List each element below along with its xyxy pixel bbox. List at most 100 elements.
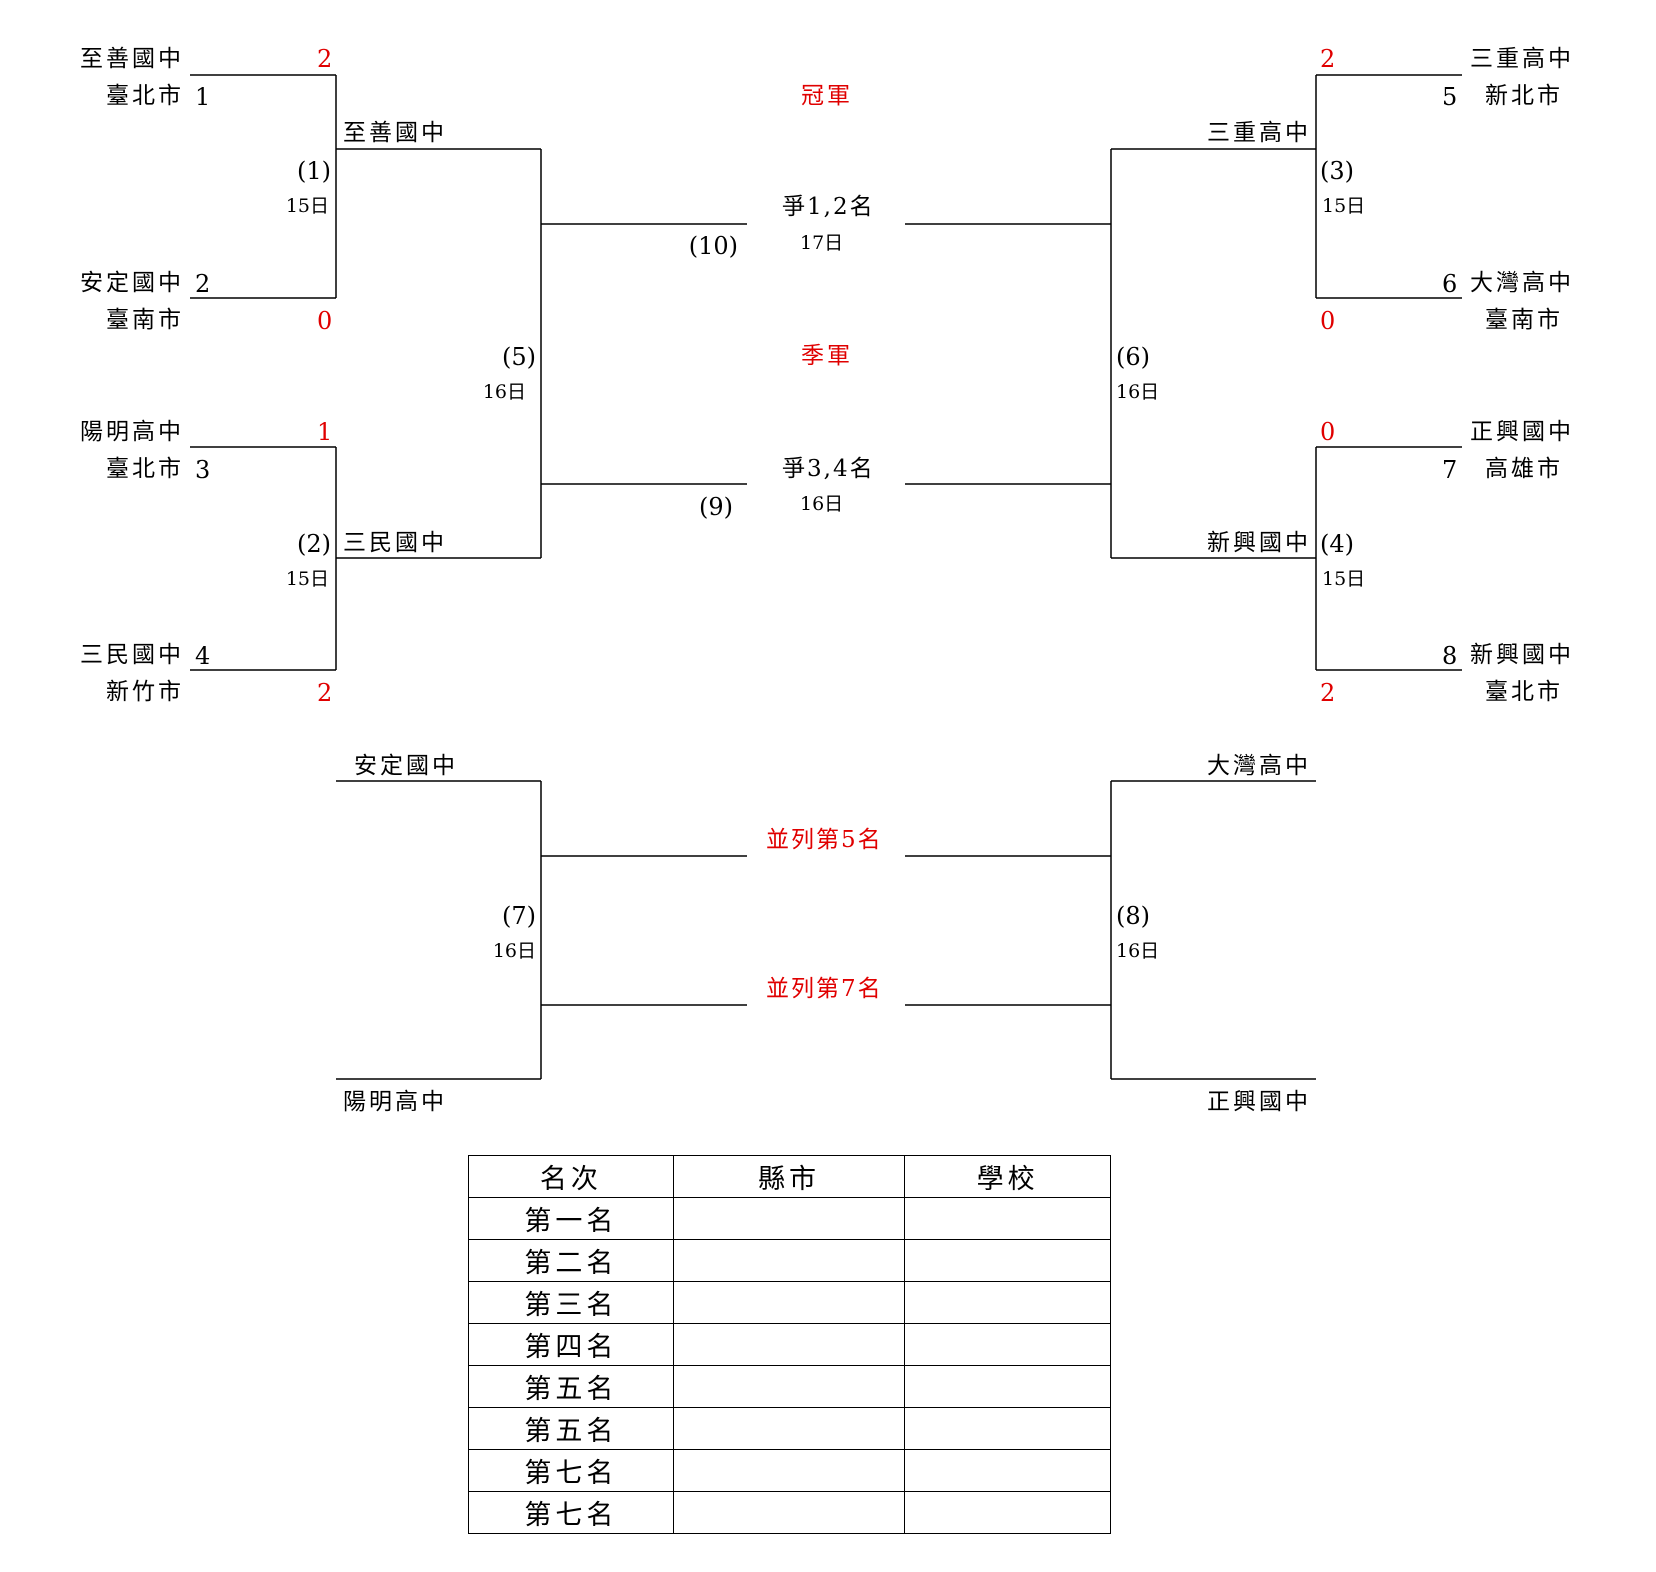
consolation-team: 大灣高中 xyxy=(1207,753,1311,779)
team-score: 1 xyxy=(317,418,333,446)
city-cell xyxy=(672,1449,906,1492)
table-header-row: 名次 縣市 學校 xyxy=(468,1155,1111,1198)
table-row: 第五名 xyxy=(468,1365,1111,1408)
team-score: 2 xyxy=(317,45,333,73)
match-day: 16日 xyxy=(800,493,844,515)
city-cell xyxy=(672,1281,906,1324)
team-seed: 6 xyxy=(1442,270,1458,298)
team-school: 三民國中 xyxy=(80,642,184,668)
table-row: 第三名 xyxy=(468,1281,1111,1324)
table-row: 第一名 xyxy=(468,1197,1111,1240)
team-school: 大灣高中 xyxy=(1470,270,1574,296)
team-score: 2 xyxy=(317,679,333,707)
school-cell xyxy=(904,1197,1111,1240)
city-cell xyxy=(672,1407,906,1450)
school-cell xyxy=(904,1407,1111,1450)
school-cell xyxy=(904,1365,1111,1408)
team-city: 臺北市 xyxy=(106,83,184,109)
winner-name: 三重高中 xyxy=(1207,120,1311,146)
rank-cell: 第七名 xyxy=(468,1449,674,1492)
table-row: 第二名 xyxy=(468,1239,1111,1282)
team-school: 新興國中 xyxy=(1470,642,1574,668)
team-seed: 4 xyxy=(195,642,211,670)
third-place-label: 季軍 xyxy=(801,343,853,369)
team-seed: 8 xyxy=(1442,642,1458,670)
match-number: (4) xyxy=(1320,530,1354,558)
match-number: (8) xyxy=(1116,902,1150,930)
match-day: 16日 xyxy=(1116,940,1160,962)
team-seed: 2 xyxy=(195,270,211,298)
match-number: (9) xyxy=(699,493,733,521)
match-day: 17日 xyxy=(800,232,844,254)
team-city: 新北市 xyxy=(1485,83,1563,109)
team-school: 陽明高中 xyxy=(80,419,184,445)
table-row: 第七名 xyxy=(468,1449,1111,1492)
school-cell xyxy=(904,1449,1111,1492)
team-score: 0 xyxy=(1320,418,1336,446)
match-day: 16日 xyxy=(482,381,526,403)
match-day: 15日 xyxy=(1322,568,1366,590)
match-day: 15日 xyxy=(285,195,329,217)
rank-cell: 第七名 xyxy=(468,1491,674,1534)
team-city: 臺北市 xyxy=(1485,679,1563,705)
rank-cell: 第五名 xyxy=(468,1407,674,1450)
final-label: 爭1,2名 xyxy=(782,194,875,220)
team-seed: 1 xyxy=(195,83,211,111)
team-seed: 5 xyxy=(1442,83,1458,111)
match-number: (5) xyxy=(502,343,536,371)
city-cell xyxy=(672,1197,906,1240)
team-score: 0 xyxy=(1320,307,1336,335)
header-school: 學校 xyxy=(904,1155,1111,1198)
team-score: 0 xyxy=(317,307,333,335)
city-cell xyxy=(672,1323,906,1366)
match-number: (2) xyxy=(297,530,331,558)
match-number: (3) xyxy=(1320,157,1354,185)
team-city: 臺南市 xyxy=(1485,307,1563,333)
match-day: 16日 xyxy=(492,940,536,962)
match-number: (10) xyxy=(688,232,738,260)
rank-cell: 第二名 xyxy=(468,1239,674,1282)
table-row: 第四名 xyxy=(468,1323,1111,1366)
school-cell xyxy=(904,1323,1111,1366)
match-day: 16日 xyxy=(1116,381,1160,403)
winner-name: 三民國中 xyxy=(343,530,447,556)
team-score: 2 xyxy=(1320,45,1336,73)
third-match-label: 爭3,4名 xyxy=(782,456,875,482)
fifth-place-label: 並列第5名 xyxy=(766,827,883,853)
team-seed: 7 xyxy=(1442,456,1458,484)
team-school: 至善國中 xyxy=(80,46,184,72)
team-seed: 3 xyxy=(195,456,211,484)
rank-cell: 第三名 xyxy=(468,1281,674,1324)
rank-cell: 第五名 xyxy=(468,1365,674,1408)
city-cell xyxy=(672,1365,906,1408)
consolation-team: 正興國中 xyxy=(1207,1089,1311,1115)
city-cell xyxy=(672,1491,906,1534)
school-cell xyxy=(904,1491,1111,1534)
match-number: (7) xyxy=(502,902,536,930)
seventh-place-label: 並列第7名 xyxy=(766,976,883,1002)
header-city: 縣市 xyxy=(672,1155,906,1198)
winner-name: 新興國中 xyxy=(1207,530,1311,556)
table-row: 第七名 xyxy=(468,1491,1111,1534)
team-score: 2 xyxy=(1320,679,1336,707)
rank-cell: 第一名 xyxy=(468,1197,674,1240)
city-cell xyxy=(672,1239,906,1282)
match-day: 15日 xyxy=(285,568,329,590)
team-school: 安定國中 xyxy=(80,270,184,296)
winner-name: 至善國中 xyxy=(343,120,447,146)
header-rank: 名次 xyxy=(468,1155,674,1198)
school-cell xyxy=(904,1281,1111,1324)
table-row: 第五名 xyxy=(468,1407,1111,1450)
match-number: (6) xyxy=(1116,343,1150,371)
champion-label: 冠軍 xyxy=(801,83,853,109)
team-city: 高雄市 xyxy=(1485,456,1563,482)
team-school: 正興國中 xyxy=(1470,419,1574,445)
match-day: 15日 xyxy=(1322,195,1366,217)
consolation-team: 安定國中 xyxy=(354,753,458,779)
team-school: 三重高中 xyxy=(1470,46,1574,72)
rank-cell: 第四名 xyxy=(468,1323,674,1366)
team-city: 臺北市 xyxy=(106,456,184,482)
team-city: 臺南市 xyxy=(106,307,184,333)
consolation-team: 陽明高中 xyxy=(343,1089,447,1115)
